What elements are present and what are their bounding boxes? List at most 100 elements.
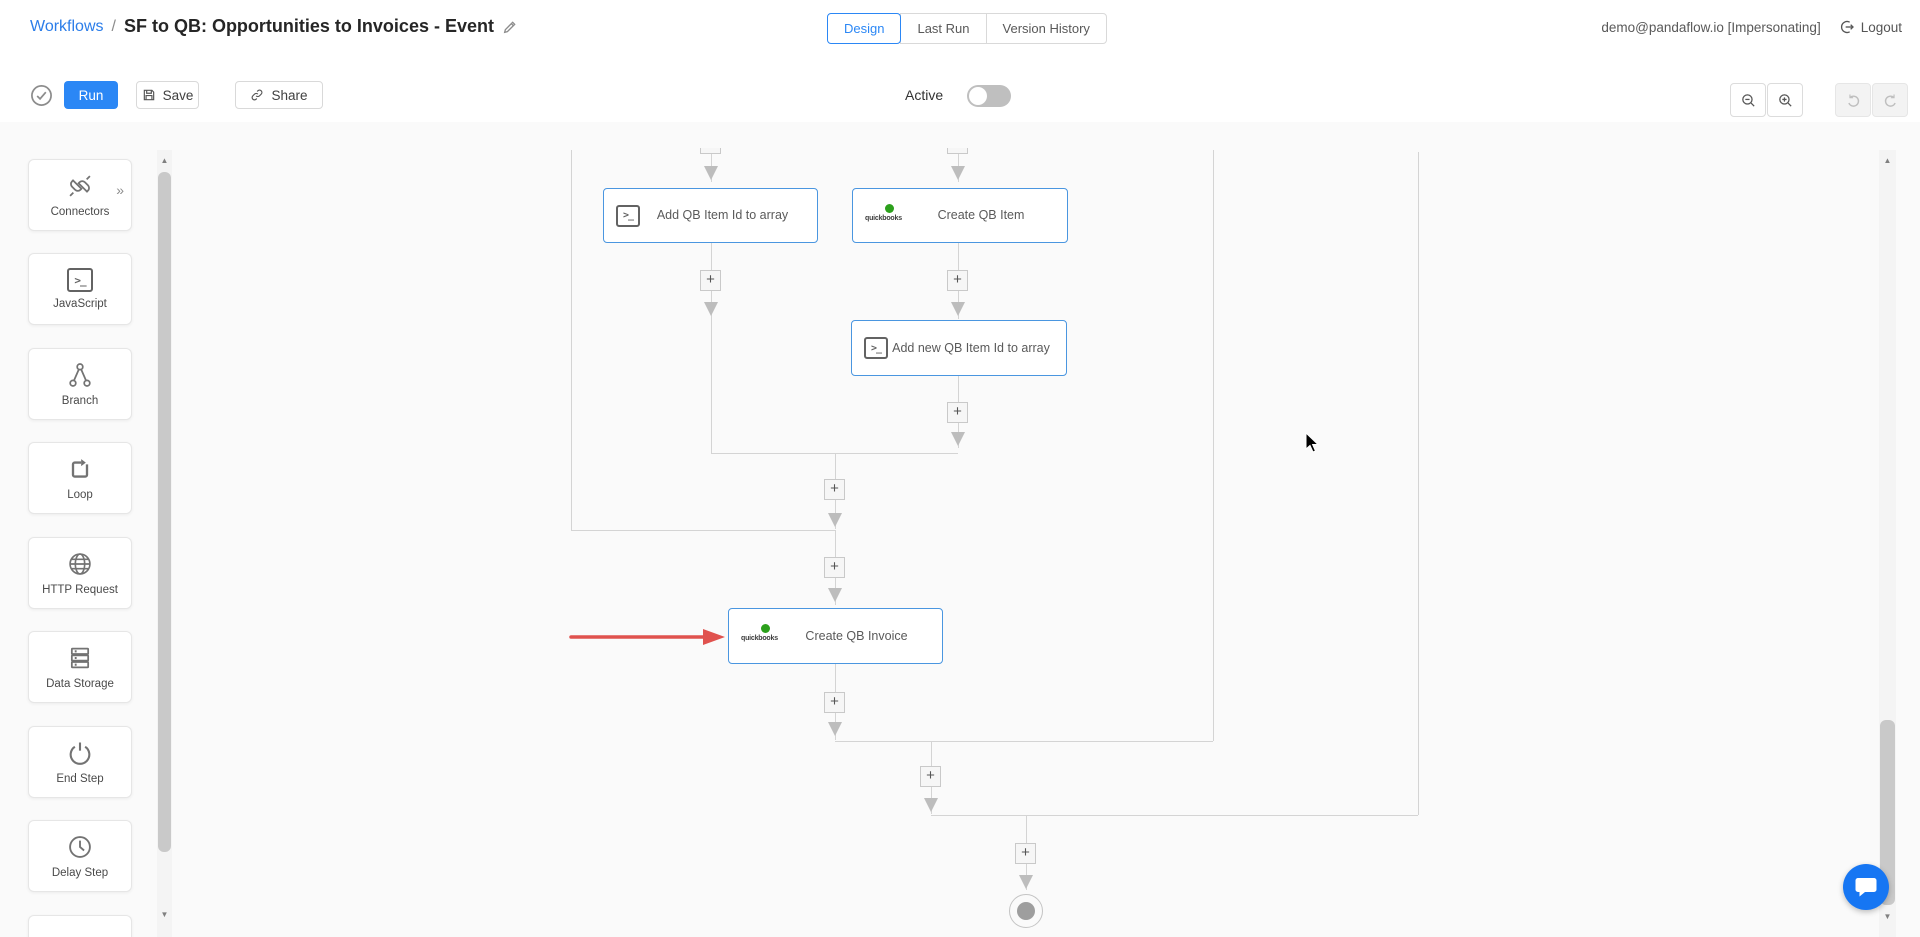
undo-icon [1847, 93, 1859, 107]
arrowhead-icon [951, 302, 965, 316]
container-bottom-line [571, 530, 835, 531]
connector-line [711, 317, 712, 453]
arrowhead-icon [951, 432, 965, 446]
quickbooks-wordmark: quickbooks [741, 635, 778, 642]
arrowhead-icon [704, 302, 718, 316]
scroll-down-icon[interactable]: ▼ [160, 910, 169, 919]
container-bottom-line [931, 815, 1418, 816]
toggle-knob [969, 87, 987, 105]
account-email: demo@pandaflow.io [Impersonating] [1601, 19, 1821, 35]
sidebar-item-label: JavaScript [53, 298, 107, 310]
add-step-button[interactable]: + [824, 557, 845, 578]
tab-last-run[interactable]: Last Run [900, 13, 987, 44]
active-toggle[interactable] [967, 85, 1011, 107]
sidebar-item-label: Branch [61, 395, 99, 407]
sidebar-item-label: End Step [56, 773, 104, 785]
add-step-button[interactable]: + [824, 692, 845, 713]
node-create-qb-item[interactable]: quickbooks Create QB Item [852, 188, 1068, 243]
node-create-qb-invoice[interactable]: quickbooks Create QB Invoice [728, 608, 943, 664]
arrowhead-icon [828, 588, 842, 602]
node-label: Add new QB Item Id to array [892, 340, 1050, 355]
loop-icon [71, 459, 89, 478]
sidebar-item-connectors[interactable]: Connectors » [28, 159, 132, 231]
arrowhead-icon [828, 513, 842, 527]
node-label: Add QB Item Id to array [656, 208, 789, 223]
container-edge [571, 150, 572, 530]
add-step-button[interactable]: + [947, 402, 968, 423]
save-button[interactable]: Save [136, 81, 199, 109]
sidebar-item-loop[interactable]: Loop [28, 442, 132, 514]
redo-icon [1884, 93, 1896, 107]
container-edge [1213, 150, 1214, 741]
sidebar-item-label: HTTP Request [42, 584, 118, 596]
branch-icon [69, 363, 91, 387]
add-step-button[interactable]: + [824, 479, 845, 500]
edit-title-icon[interactable] [502, 19, 518, 35]
end-node[interactable] [1009, 894, 1043, 928]
end-node-dot [1017, 902, 1035, 920]
sidebar-scrollbar[interactable]: ▲ ▼ [157, 150, 172, 937]
tab-design[interactable]: Design [827, 13, 902, 44]
add-step-button[interactable]: + [1015, 843, 1036, 864]
terminal-icon: >_ [616, 204, 640, 227]
sidebar-item-label: Delay Step [51, 867, 109, 879]
zoom-in-icon [1778, 93, 1792, 107]
canvas-scrollbar-thumb[interactable] [1880, 720, 1895, 905]
sidebar-scrollbar-thumb[interactable] [158, 172, 171, 852]
active-toggle-label: Active [905, 87, 944, 103]
zoom-out-button[interactable] [1730, 83, 1766, 117]
node-label: Create QB Item [937, 208, 1025, 223]
chat-bubble-icon [1855, 878, 1877, 897]
scroll-down-icon[interactable]: ▼ [1883, 912, 1892, 921]
zoom-in-button[interactable] [1767, 83, 1803, 117]
expand-connectors-icon[interactable]: » [116, 182, 124, 198]
breadcrumb-workflows-link[interactable]: Workflows [30, 17, 104, 35]
container-edge [1418, 152, 1419, 815]
logout-button[interactable]: Logout [1839, 19, 1902, 35]
zoom-out-icon [1741, 93, 1755, 107]
add-step-button[interactable]: + [700, 270, 721, 291]
merge-line [711, 453, 958, 454]
arrowhead-icon [828, 722, 842, 736]
logout-icon [1840, 20, 1854, 34]
save-icon [143, 89, 154, 101]
node-add-qb-item-id-to-array[interactable]: >_ Add QB Item Id to array [603, 188, 818, 243]
arrowhead-icon [1019, 875, 1033, 889]
page-title: SF to QB: Opportunities to Invoices - Ev… [123, 16, 494, 36]
terminal-icon: >_ [67, 268, 93, 292]
sidebar-item-data-storage[interactable]: Data Storage [28, 631, 132, 703]
add-step-button[interactable]: + [947, 270, 968, 291]
quickbooks-icon: quickbooks [741, 623, 783, 649]
scroll-up-icon[interactable]: ▲ [1883, 156, 1892, 165]
workflow-canvas[interactable] [0, 122, 1920, 937]
sidebar-item-http-request[interactable]: HTTP Request [28, 537, 132, 609]
plug-icon [69, 175, 91, 197]
redo-button[interactable] [1872, 83, 1908, 117]
share-button[interactable]: Share [235, 81, 323, 109]
node-add-new-qb-item-id-to-array[interactable]: >_ Add new QB Item Id to array [851, 320, 1067, 376]
add-step-button[interactable]: + [920, 766, 941, 787]
terminal-icon: >_ [864, 337, 888, 359]
arrowhead-icon [951, 166, 965, 180]
add-step-button-clipped[interactable] [947, 148, 968, 154]
add-step-button-clipped[interactable] [700, 148, 721, 154]
undo-button[interactable] [1835, 83, 1871, 117]
scroll-up-icon[interactable]: ▲ [160, 156, 169, 165]
chat-widget-button[interactable] [1843, 864, 1889, 910]
sidebar-item-partial[interactable] [28, 915, 132, 937]
breadcrumb: Workflows / SF to QB: Opportunities to I… [30, 16, 518, 37]
globe-icon [69, 553, 91, 575]
tab-version-history[interactable]: Version History [985, 13, 1107, 44]
sidebar-item-javascript[interactable]: >_ JavaScript [28, 253, 132, 325]
sidebar-item-label: Connectors [50, 206, 110, 218]
sidebar-item-label: Loop [67, 489, 93, 501]
logout-label: Logout [1860, 19, 1902, 35]
sidebar-item-branch[interactable]: Branch [28, 348, 132, 420]
sidebar-item-label: Data Storage [46, 678, 114, 690]
link-icon [252, 89, 263, 101]
node-label: Create QB Invoice [805, 628, 908, 643]
run-button[interactable]: Run [64, 81, 118, 109]
sidebar-item-delay-step[interactable]: Delay Step [28, 820, 132, 892]
sidebar-item-end-step[interactable]: End Step [28, 726, 132, 798]
canvas-scrollbar[interactable]: ▲ ▼ [1879, 150, 1896, 937]
